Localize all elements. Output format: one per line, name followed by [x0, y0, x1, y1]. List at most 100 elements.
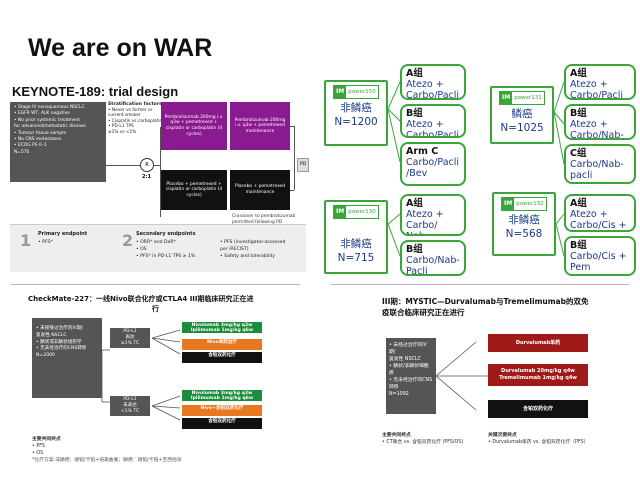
eligibility-item: • Stage IV nonsquamous NSCLC — [14, 105, 85, 110]
pdl1-line: <1% TC — [120, 409, 140, 414]
endpoint-item: • PFS* in PD-L1 TPS ≥ 1% — [136, 254, 196, 259]
eligibility-item: 复发性 NSCLC — [389, 357, 421, 362]
keynote-endpoints: 1 Primary endpoint • PFS* 2 Secondary en… — [10, 224, 306, 272]
eligibility-item: • 无未经治疗的CNS转移 — [36, 346, 87, 352]
eligibility-item: • 未接受过治疗的IV期/ — [36, 326, 83, 331]
randomization-ratio: 2:1 — [142, 174, 151, 180]
eligibility-item: • 无未经治疗的CNS — [389, 378, 433, 383]
keynote-stratification: Stratification factors • Never vs former… — [108, 102, 162, 136]
checkmate-endpoints: 主要共同终点 • PFS• OS *化疗方案:非鳞癌：顺铂/卡铂+培美曲塞；鳞癌… — [32, 437, 182, 463]
keynote-title: KEYNOTE-189: trial design — [12, 84, 179, 99]
keynote-pd-box: PD — [297, 158, 309, 172]
pdl1-line: ≥1% TC — [120, 341, 140, 346]
crossover-line: permitted following PD — [232, 219, 283, 225]
eligibility-item: 转移 — [389, 385, 399, 390]
eligibility-item: 复发性 NSCLC — [36, 332, 67, 338]
primary-endpoint-title: Primary endpoint — [38, 231, 88, 237]
mystic-connectors — [436, 341, 488, 411]
checkmate-arm-chemo: 含铂双药化疗 — [182, 352, 262, 363]
eligibility-item: • EGFR WT, ALK negative — [14, 111, 70, 117]
flow-line — [160, 127, 161, 217]
endpoint-number-1: 1 — [20, 231, 32, 250]
eligibility-item: • ECOG PS 0–1 — [14, 143, 47, 149]
impower131-type: 鳞癌 — [511, 108, 533, 120]
flow-line — [290, 126, 294, 127]
strat-item: • PD-L1 TPS — [108, 124, 134, 130]
flow-line — [106, 165, 140, 166]
mystic-arm-durva: Durvalumab单药 — [488, 334, 588, 352]
pdl1-line: PD-L1 — [123, 397, 137, 402]
eligibility-item: N=1092 — [389, 392, 409, 397]
mystic-secondary-endpoints: 关键次要终点 • Durvalumab单药 vs. 含铂双药化疗（PFS） — [488, 433, 589, 445]
eligibility-item: for advanced/metastatic disease — [14, 124, 86, 130]
eligibility-item: • 未经过治疗的IV期/ — [389, 343, 427, 355]
divider — [330, 284, 630, 285]
eligibility-item: • No prior systemic treatment — [14, 117, 80, 123]
impower130-n: N=715 — [337, 252, 375, 264]
strat-item: • Cisplatin vs carboplatin — [108, 118, 163, 124]
checkmate-arm-nivo-chemo: Nivo+含铂双药化疗 — [182, 405, 262, 416]
secondary-endpoints-title: Secondary endpoints — [136, 231, 196, 237]
impower132-n: N=568 — [505, 228, 543, 240]
endpoint-item: • Safety and tolerability — [220, 254, 276, 259]
strat-title: Stratification factors — [108, 102, 162, 107]
checkmate-arm-nivo-mono: Nivo单药治疗 — [182, 339, 262, 350]
endpoint-number-2: 2 — [122, 231, 134, 250]
endpoint-item: per iRECIST) — [220, 247, 249, 252]
checkmate-arm-chemo-neg: 含铂双药化疗 — [182, 418, 262, 429]
endpoint-item: • OS — [32, 451, 44, 456]
pdl1-line: PD-L1 — [123, 329, 137, 334]
endpoint-item: • ORR* and DoR* — [136, 240, 176, 245]
endpoint-item: • PFS* — [38, 240, 53, 245]
endpoint-item: • OS — [136, 247, 147, 252]
slide-title: We are on WAR — [28, 34, 213, 62]
impower150-n: N=1200 — [334, 116, 378, 128]
eligibility-item: • No CNS metastases — [14, 137, 62, 143]
endpoint-item: • PFS (investigator-assessed — [220, 240, 286, 245]
eligibility-item: • 鳞状/非鳞状细胞 — [389, 364, 429, 369]
eligibility-item: 癌 — [389, 371, 394, 376]
secondary-endpoints-list-b: • PFS (investigator-assessed per iRECIST… — [220, 239, 285, 260]
keynote-arm-pembro-maintenance: Pembrolizumab 200mg i.v. q3w + pemetrexe… — [230, 102, 290, 150]
mystic-primary-endpoints: 主要共同终点 • CT联合 vs. 含铂双药化疗 (PFS/OS) — [382, 433, 464, 445]
keynote-arm-placebo-maintenance: Placebo + pemetrexed maintenance — [230, 170, 290, 210]
flow-line — [290, 190, 294, 191]
pdl1-line: 未表达 — [123, 403, 137, 408]
crossover-line: Crossover to pembrolizumab — [232, 214, 296, 219]
mystic-title: III期：MYSTIC—Durvalumab与Tremelimumab的双免 疫… — [382, 297, 589, 317]
secondary-endpoints-list: • ORR* and DoR* • OS • PFS* in PD-L1 TPS ≥… — [136, 239, 195, 260]
randomization-circle: R — [140, 158, 154, 172]
keynote-eligibility-box: • Stage IV nonsquamous NSCLC• EGFR WT, A… — [10, 102, 106, 182]
keynote-189-panel: KEYNOTE-189: trial design • Stage IV non… — [10, 82, 309, 272]
flow-line — [154, 165, 160, 166]
mystic-arm-chemo: 含铂双药化疗 — [488, 400, 588, 418]
checkmate-connectors — [101, 329, 181, 421]
eligibility-item: N=570 — [14, 149, 30, 155]
impower132-type: 非鳞癌 — [508, 214, 540, 226]
strat-item: • Never vs former or — [108, 107, 153, 113]
impower131-n: N=1025 — [500, 122, 544, 134]
divider — [10, 284, 300, 285]
